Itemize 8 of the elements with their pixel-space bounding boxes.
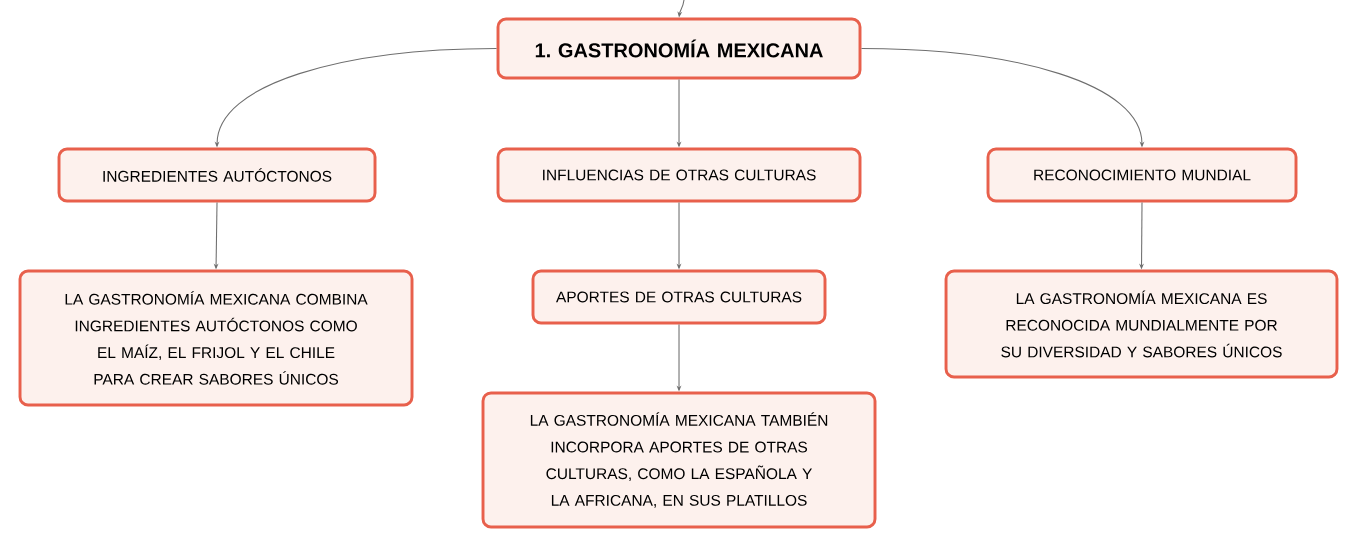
topic-box: APORTES DE OTRAS CULTURAS	[531, 269, 827, 325]
description-box: LA GASTRONOMÍA MEXICANA ES RECONOCIDA MUNDIALMENTE POR SU DIVERSIDAD Y SABORES ÚNICOS	[944, 269, 1339, 379]
description-box: LA GASTRONOMÍA MEXICANA TAMBIÉN INCORPORA APORTES DE OTRAS CULTURAS, COMO LA ESPAÑOLA Y LA AFRICANA, EN SUS PLATILLOS	[481, 391, 877, 529]
topic-box: RECONOCIMIENTO MUNDIAL	[986, 147, 1298, 203]
title-box: 1. GASTRONOMÍA MEXICANA	[496, 17, 862, 80]
description-box: LA GASTRONOMÍA MEXICANA COMBINA INGREDIENTES AUTÓCTONOS COMO EL MAÍZ, EL FRIJOL Y EL CHILE PARA CREAR SABORES ÚNICOS	[18, 269, 414, 407]
topic-box: INFLUENCIAS DE OTRAS CULTURAS	[496, 147, 862, 203]
topic-box: INGREDIENTES AUTÓCTONOS	[57, 147, 377, 203]
